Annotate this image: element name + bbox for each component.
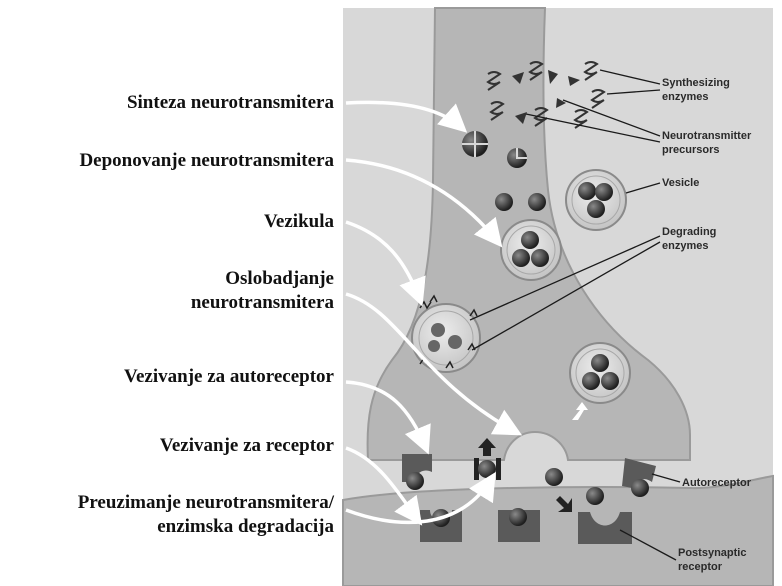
- label-precursors-line2: precursors: [662, 144, 719, 157]
- label-synthesizing-enzymes-line2: enzymes: [662, 91, 708, 104]
- vesicle-lower: [570, 343, 630, 403]
- label-receptor: Vezivanje za receptor: [160, 435, 334, 457]
- label-preuzimanje-line1: Preuzimanje neurotransmitera/: [78, 492, 334, 514]
- vesicle-upper: [566, 170, 626, 230]
- label-autoreceptor: Vezivanje za autoreceptor: [124, 366, 334, 388]
- label-precursors-line1: Neurotransmitter: [662, 130, 751, 143]
- label-synthesizing-enzymes-line1: Synthesizing: [662, 77, 730, 90]
- label-postsynaptic-receptor-line2: receptor: [678, 561, 722, 574]
- label-vezikula: Vezikula: [264, 211, 334, 233]
- label-deponovanje: Deponovanje neurotransmitera: [79, 150, 334, 172]
- label-postsynaptic-receptor-line1: Postsynaptic: [678, 547, 746, 560]
- label-vesicle: Vesicle: [662, 177, 699, 190]
- label-oslobadjanje-line1: Oslobadjanje: [225, 268, 334, 290]
- label-preuzimanje-line2: enzimska degradacija: [157, 516, 334, 538]
- label-degrading-enzymes-line2: enzymes: [662, 240, 708, 253]
- label-sinteza: Sinteza neurotransmitera: [127, 92, 334, 114]
- label-autoreceptor-en: Autoreceptor: [682, 477, 751, 490]
- label-oslobadjanje-line2: neurotransmitera: [191, 292, 334, 314]
- label-degrading-enzymes-line1: Degrading: [662, 226, 716, 239]
- vesicle-middle: [501, 220, 561, 280]
